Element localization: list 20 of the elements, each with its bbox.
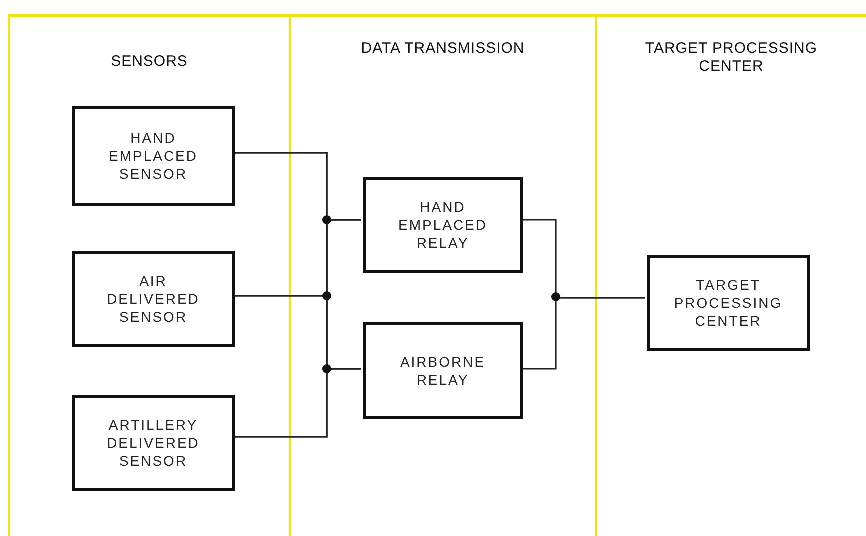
connector-line <box>233 368 361 438</box>
column-heading: TARGET PROCESSING CENTER <box>644 40 819 76</box>
process-box <box>647 255 810 351</box>
column-band <box>289 14 595 536</box>
column-band <box>595 14 866 536</box>
box-label: TARGET PROCESSING CENTER <box>673 276 784 330</box>
box-label: AIR DELIVERED SENSOR <box>106 272 201 326</box>
column-heading: DATA TRANSMISSION <box>360 40 526 58</box>
box-label: HAND EMPLACED RELAY <box>397 198 489 252</box>
column-heading: SENSORS <box>110 53 189 71</box>
process-box <box>363 322 523 419</box>
process-box <box>72 251 235 347</box>
box-label: HAND EMPLACED SENSOR <box>108 129 200 183</box>
connector-line <box>521 297 645 370</box>
process-box <box>72 106 235 206</box>
box-label: AIRBORNE RELAY <box>399 352 487 388</box>
process-box <box>363 177 523 273</box>
box-label: ARTILLERY DELIVERED SENSOR <box>106 416 201 470</box>
process-box <box>72 395 235 491</box>
column-band <box>8 14 289 536</box>
